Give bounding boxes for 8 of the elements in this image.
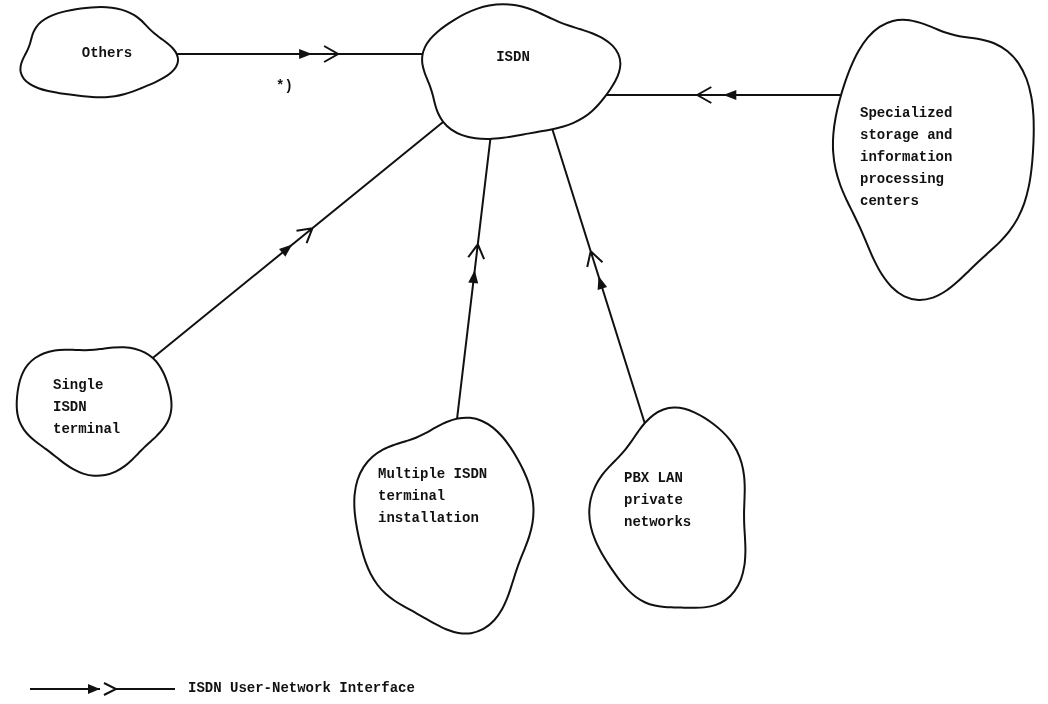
footnote-mark: *): [276, 78, 293, 94]
node-label: Others: [80, 44, 134, 63]
node-label: Specialized storage and information processing centers: [860, 104, 954, 211]
legend-label: ISDN User-Network Interface: [188, 680, 415, 696]
node-label: Multiple ISDN terminal installation: [378, 465, 489, 528]
node-label: Single ISDN terminal: [53, 376, 122, 439]
node-label: PBX LAN private networks: [624, 469, 693, 532]
node-label: ISDN: [495, 48, 531, 67]
